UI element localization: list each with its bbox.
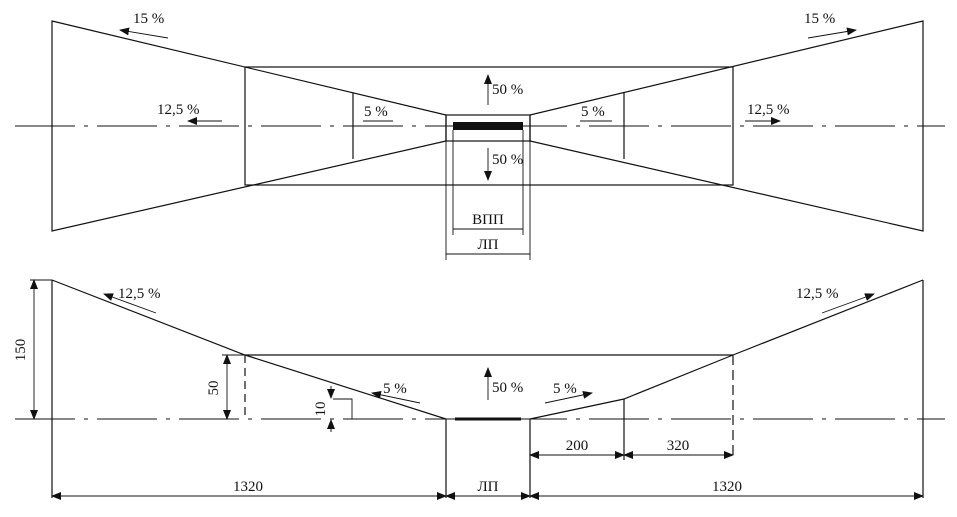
profile-slope-inner-left: 5 %	[383, 381, 407, 397]
plan-slope-outer-left-arrow	[119, 27, 169, 39]
plan-slope-down: 50 %	[492, 152, 523, 168]
profile-slope-right-arrow	[821, 293, 875, 314]
profile-left-surface	[51, 279, 447, 420]
runway-bar	[453, 122, 523, 130]
profile-slope-inner-right-arrow	[544, 390, 593, 404]
plan-slope-outer-right: 15 %	[804, 11, 835, 27]
profile-slope-inner-left-arrow	[371, 390, 421, 404]
dim-strip-label: ЛП	[477, 479, 498, 495]
profile-slope-right: 12,5 %	[796, 286, 839, 302]
plan-central-rectangle	[244, 66, 734, 186]
profile-slope-up: 50 %	[492, 380, 523, 396]
plan-strip-rectangle	[445, 114, 531, 142]
dim-1320-left-label: 1320	[233, 479, 263, 495]
profile-slope-left: 12,5 %	[118, 286, 161, 302]
runway-label: ВПП	[472, 212, 504, 228]
plan-slope-outer-right-arrow	[807, 27, 857, 39]
dim-320-label: 320	[667, 438, 690, 454]
profile-slope-left-arrow	[103, 293, 157, 314]
plan-slope-mid-left: 12,5 %	[157, 102, 200, 118]
plan-slope-inner-right: 5 %	[581, 104, 605, 120]
plan-slope-up: 50 %	[492, 82, 523, 98]
dim-200-label: 200	[566, 438, 589, 454]
profile-slope-inner-right: 5 %	[553, 381, 577, 397]
plan-slope-mid-right: 12,5 %	[747, 102, 790, 118]
dim-50-label: 50	[206, 381, 222, 396]
profile-right-surface	[529, 279, 924, 420]
strip-label: ЛП	[477, 237, 498, 253]
dim-1320-right-label: 1320	[712, 479, 742, 495]
dim-10-label: 10	[313, 402, 329, 417]
plan-view: ВПП ЛП 15 % 15 % 12,5 % 12,5 % 5 % 5 % 5…	[15, 11, 945, 260]
dim-150-label: 150	[13, 339, 29, 362]
plan-slope-outer-left: 15 %	[133, 11, 164, 27]
profile-view: 150 50 10 200 320 1320 ЛП 1320	[13, 279, 945, 500]
plan-slope-inner-left: 5 %	[364, 104, 388, 120]
dim-10-bracket	[333, 398, 353, 419]
